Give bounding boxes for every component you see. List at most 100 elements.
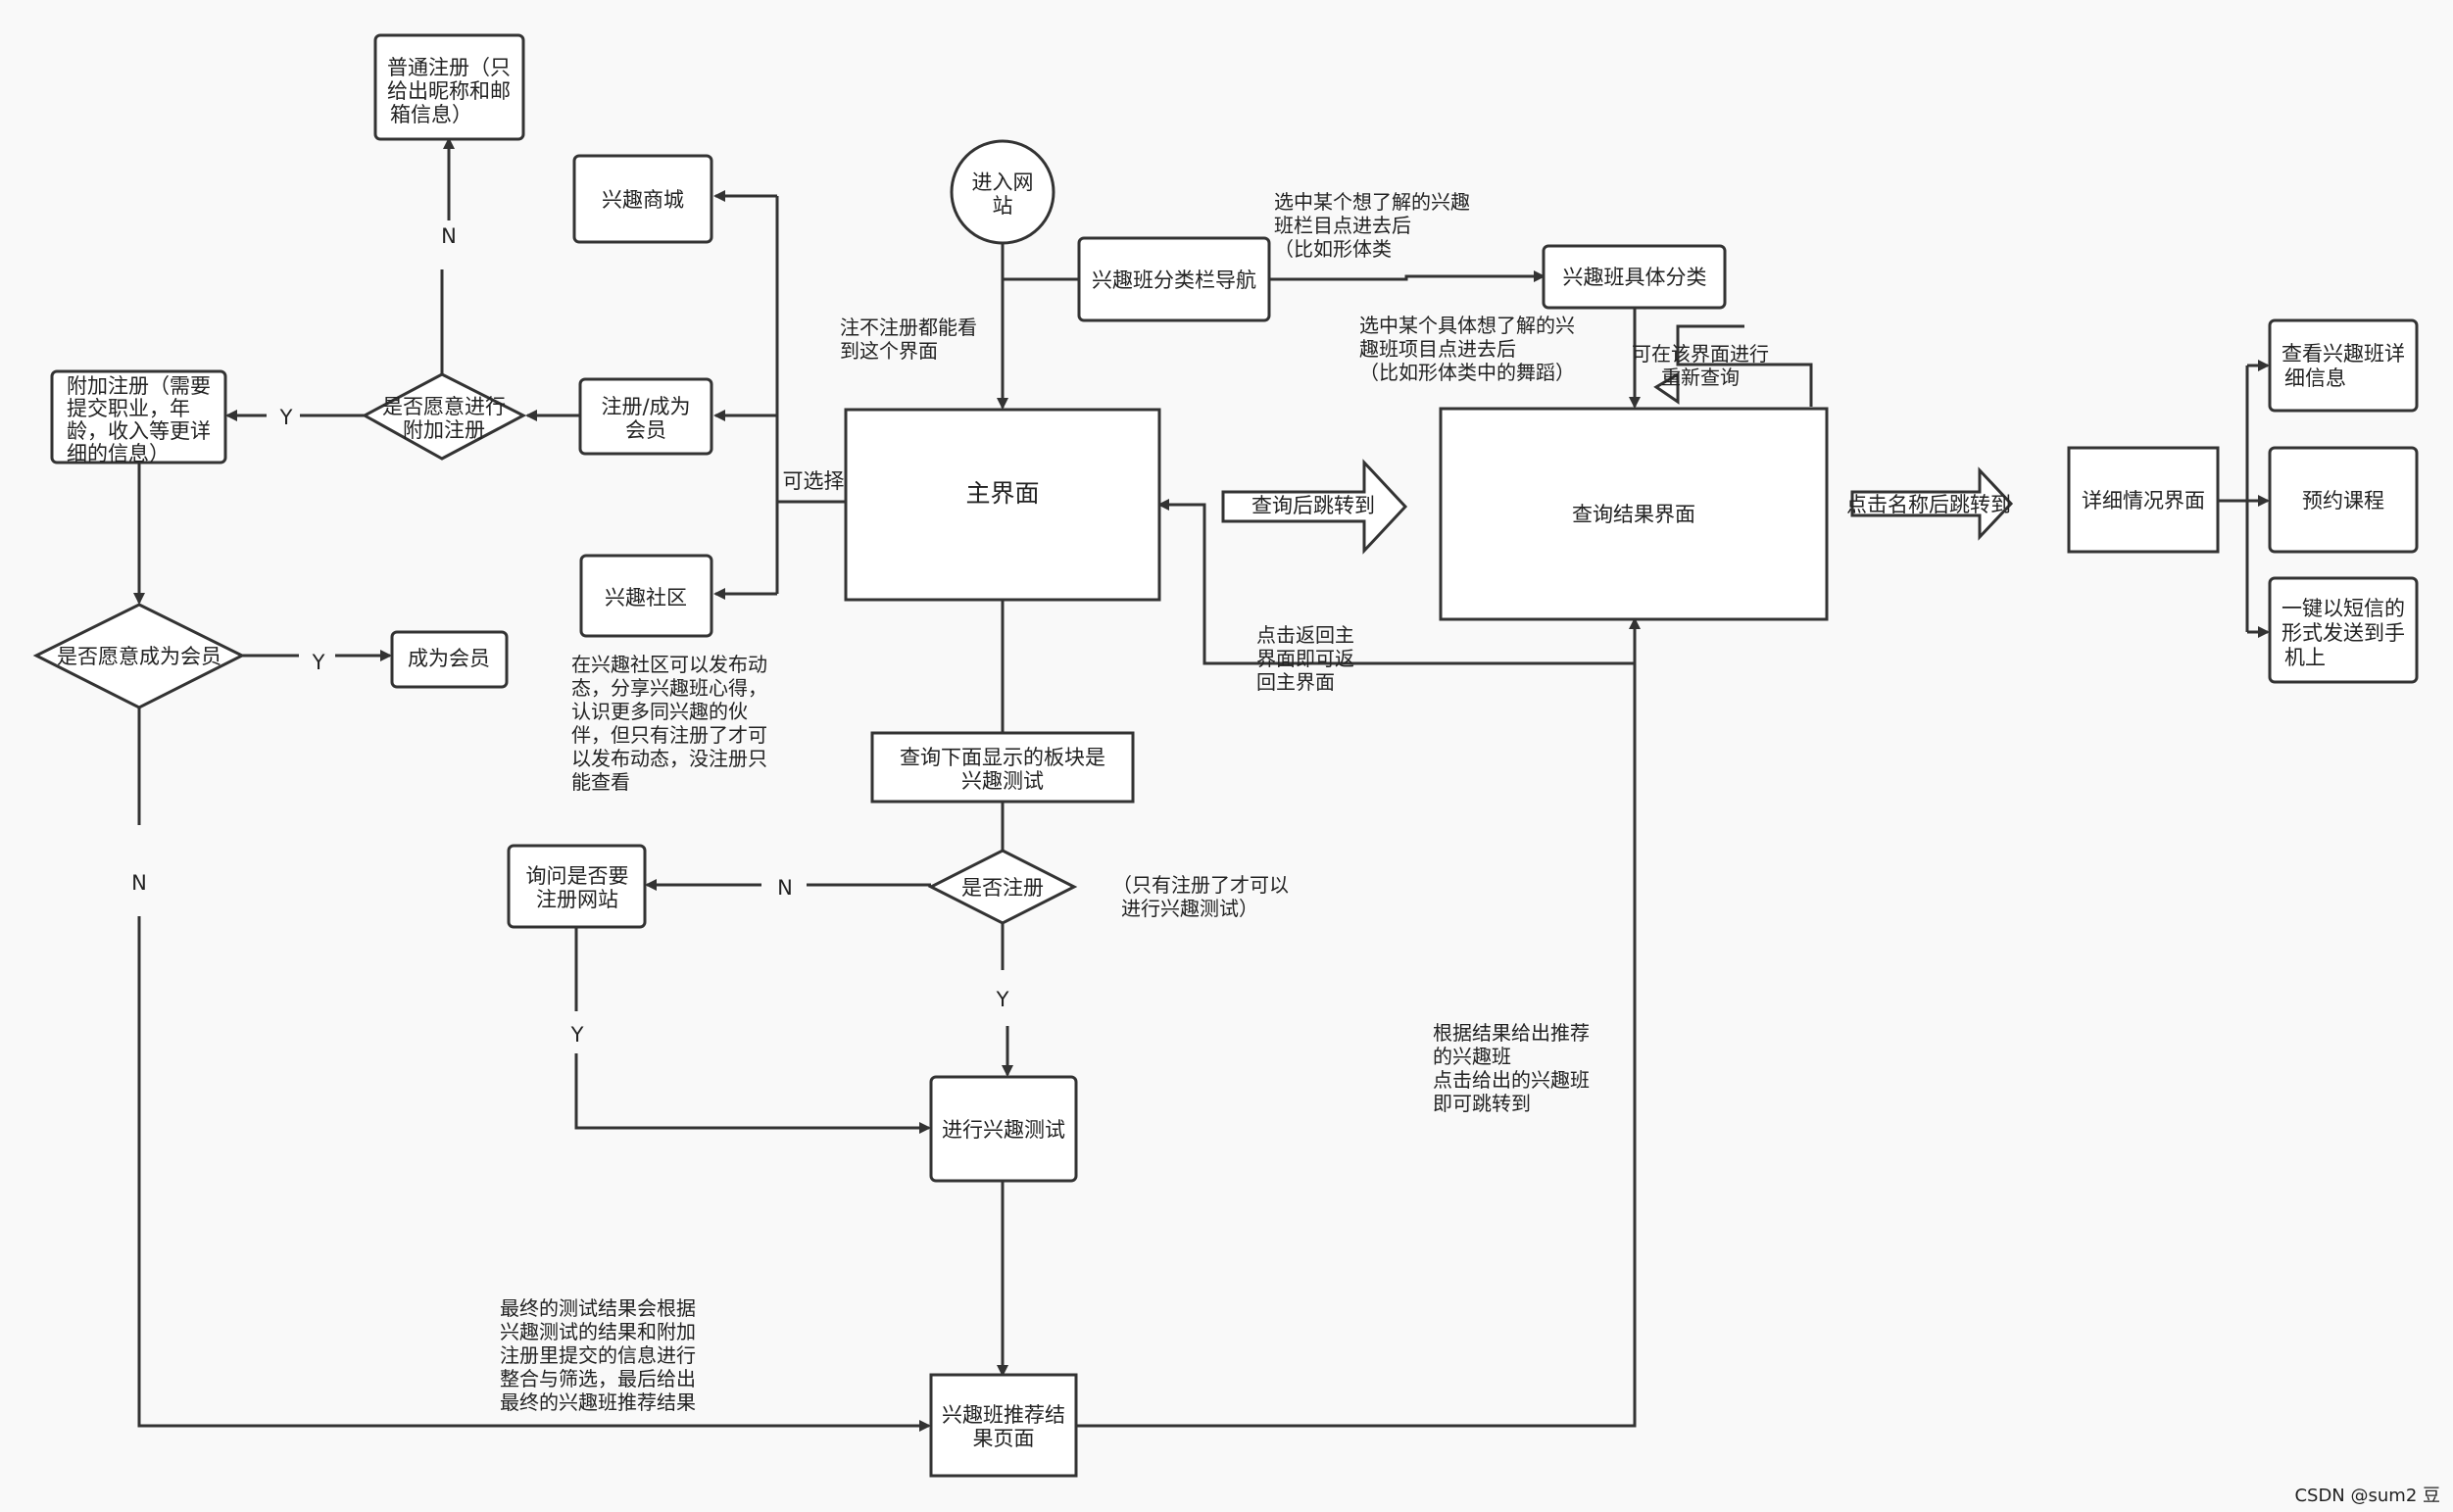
svg-text:查询结果界面: 查询结果界面 <box>1572 503 1695 526</box>
requery-loop-head <box>1653 371 1680 405</box>
svg-text:回主界面: 回主界面 <box>1256 670 1335 694</box>
svg-text:选中某个想了解的兴趣: 选中某个想了解的兴趣 <box>1274 190 1470 214</box>
svg-text:能查看: 能查看 <box>571 770 630 794</box>
svg-text:附加注册: 附加注册 <box>403 418 485 442</box>
svg-text:整合与筛选，最后给出: 整合与筛选，最后给出 <box>500 1367 696 1390</box>
note-requery: 可在该界面进行 重新查询 <box>1632 342 1769 389</box>
svg-text:果页面: 果页面 <box>973 1427 1035 1450</box>
node-query-board: 查询下面显示的板块是 兴趣测试 <box>870 731 1135 804</box>
svg-text:伴，但只有注册了才可: 伴，但只有注册了才可 <box>571 723 767 747</box>
svg-text:班栏目点进去后: 班栏目点进去后 <box>1274 214 1411 237</box>
svg-text:界面即可返: 界面即可返 <box>1256 647 1354 670</box>
svg-text:站: 站 <box>993 194 1013 218</box>
decision-is-registered: 是否注册 <box>927 849 1078 925</box>
note-final: 最终的测试结果会根据 兴趣测试的结果和附加 注册里提交的信息进行 整合与筛选，最… <box>500 1296 696 1414</box>
node-register-member: 注册/成为 会员 <box>578 377 713 456</box>
svg-text:（只有注册了才可以: （只有注册了才可以 <box>1112 873 1289 897</box>
edge-result-back-to-main <box>1157 499 1635 665</box>
label-y-extra: Y <box>279 406 293 429</box>
edge-labels: N Y Y N N Y Y 可选择 <box>131 224 1008 1047</box>
svg-text:进行兴趣测试: 进行兴趣测试 <box>942 1118 1065 1142</box>
decision-want-member: 是否愿意成为会员 <box>32 603 246 709</box>
svg-text:注册里提交的信息进行: 注册里提交的信息进行 <box>500 1343 696 1367</box>
svg-text:附加注册（需要: 附加注册（需要 <box>67 374 211 398</box>
svg-text:可在该界面进行: 可在该界面进行 <box>1632 342 1769 366</box>
node-ask-register: 询问是否要 注册网站 <box>507 844 647 929</box>
label-optional: 可选择 <box>783 469 845 493</box>
svg-text:点击返回主: 点击返回主 <box>1256 623 1354 647</box>
svg-text:是否愿意进行: 是否愿意进行 <box>382 395 506 418</box>
svg-text:会员: 会员 <box>625 418 666 442</box>
node-category-detail: 兴趣班具体分类 <box>1542 244 1727 310</box>
svg-text:选中某个具体想了解的兴: 选中某个具体想了解的兴 <box>1359 314 1575 337</box>
note-select-category: 选中某个想了解的兴趣 班栏目点进去后 （比如形体类 <box>1274 190 1470 261</box>
svg-text:（比如形体类: （比如形体类 <box>1274 237 1392 261</box>
node-view-detail: 查看兴趣班详 细信息 <box>2268 318 2419 413</box>
svg-text:成为会员: 成为会员 <box>408 647 490 670</box>
note-recommend: 根据结果给出推荐 的兴趣班 点击给出的兴趣班 即可跳转到 <box>1433 1021 1590 1115</box>
svg-text:点击给出的兴趣班: 点击给出的兴趣班 <box>1433 1068 1590 1092</box>
svg-text:兴趣班分类栏导航: 兴趣班分类栏导航 <box>1092 268 1256 292</box>
svg-text:趣班项目点进去后: 趣班项目点进去后 <box>1359 337 1516 361</box>
node-category-nav: 兴趣班分类栏导航 <box>1077 236 1271 322</box>
svg-text:机上: 机上 <box>2284 646 2326 669</box>
svg-text:详细情况界面: 详细情况界面 <box>2082 489 2205 512</box>
svg-text:进入网: 进入网 <box>972 171 1034 194</box>
svg-text:兴趣商城: 兴趣商城 <box>602 188 684 212</box>
svg-text:预约课程: 预约课程 <box>2302 489 2384 512</box>
svg-text:（比如形体类中的舞蹈）: （比如形体类中的舞蹈） <box>1359 361 1575 384</box>
connectors <box>133 137 2270 1432</box>
node-book-course: 预约课程 <box>2268 446 2419 554</box>
big-arrow-click-name-label: 点击名称后跳转到 <box>1846 493 2011 516</box>
note-back-main: 点击返回主 界面即可返 回主界面 <box>1256 623 1354 694</box>
big-arrow-after-query-label: 查询后跳转到 <box>1251 494 1375 517</box>
svg-text:根据结果给出推荐: 根据结果给出推荐 <box>1433 1021 1590 1045</box>
svg-text:询问是否要: 询问是否要 <box>526 864 629 888</box>
svg-text:注册网站: 注册网站 <box>536 888 618 911</box>
svg-text:是否愿意成为会员: 是否愿意成为会员 <box>57 645 221 668</box>
svg-text:兴趣测试: 兴趣测试 <box>961 769 1044 793</box>
edge-recommend-to-result <box>1076 617 1641 1428</box>
svg-text:进行兴趣测试）: 进行兴趣测试） <box>1121 897 1258 920</box>
node-community: 兴趣社区 <box>579 554 713 638</box>
label-n-ask: N <box>777 876 793 900</box>
watermark: CSDN @sum2 豆 <box>2294 1486 2440 1506</box>
big-arrow-click-name: 点击名称后跳转到 <box>1846 466 2014 541</box>
label-y-member: Y <box>312 651 325 674</box>
svg-text:一键以短信的: 一键以短信的 <box>2281 597 2405 620</box>
svg-text:普通注册（只: 普通注册（只 <box>387 56 511 79</box>
svg-text:提交职业，年: 提交职业，年 <box>67 397 190 420</box>
svg-text:兴趣班推荐结: 兴趣班推荐结 <box>942 1403 1065 1427</box>
svg-text:是否注册: 是否注册 <box>961 876 1044 900</box>
svg-text:以发布动态，没注册只: 以发布动态，没注册只 <box>571 747 767 770</box>
svg-text:龄，收入等更详: 龄，收入等更详 <box>67 419 211 443</box>
edge-nav-to-detail <box>1269 270 1545 282</box>
edge-member-n-to-recommend <box>137 916 931 1432</box>
node-query-result: 查询结果界面 <box>1439 407 1829 621</box>
node-do-test: 进行兴趣测试 <box>929 1075 1078 1183</box>
svg-text:注不注册都能看: 注不注册都能看 <box>840 316 977 339</box>
label-y-ask: Y <box>570 1023 584 1047</box>
svg-text:重新查询: 重新查询 <box>1661 366 1740 389</box>
edge-ask-y-to-test <box>574 1053 931 1134</box>
label-n-normal: N <box>441 224 457 248</box>
note-only-registered: （只有注册了才可以 进行兴趣测试） <box>1112 873 1289 920</box>
node-normal-register: 普通注册（只 给出昵称和邮 箱信息） <box>373 33 525 141</box>
svg-text:给出昵称和邮: 给出昵称和邮 <box>387 79 511 103</box>
svg-text:态，分享兴趣班心得，: 态，分享兴趣班心得， <box>571 676 767 700</box>
node-detail-page: 详细情况界面 <box>2067 446 2220 554</box>
node-extra-register: 附加注册（需要 提交职业，年 龄，收入等更详 细的信息） <box>50 369 227 465</box>
svg-text:在兴趣社区可以发布动: 在兴趣社区可以发布动 <box>571 653 767 676</box>
svg-text:认识更多同兴趣的伙: 认识更多同兴趣的伙 <box>571 700 748 723</box>
svg-text:到这个界面: 到这个界面 <box>840 339 938 363</box>
svg-text:细的信息）: 细的信息） <box>67 442 170 465</box>
note-no-register: 注不注册都能看 到这个界面 <box>840 316 977 363</box>
note-community: 在兴趣社区可以发布动 态，分享兴趣班心得， 认识更多同兴趣的伙 伴，但只有注册了… <box>571 653 767 794</box>
decision-want-extra: 是否愿意进行 附加注册 <box>361 372 527 461</box>
svg-text:细信息: 细信息 <box>2284 366 2346 390</box>
node-enter-site: 进入网 站 <box>950 139 1055 245</box>
svg-text:兴趣测试的结果和附加: 兴趣测试的结果和附加 <box>500 1320 696 1343</box>
svg-text:形式发送到手: 形式发送到手 <box>2281 621 2405 645</box>
svg-text:主界面: 主界面 <box>965 479 1039 508</box>
note-select-item: 选中某个具体想了解的兴 趣班项目点进去后 （比如形体类中的舞蹈） <box>1359 314 1575 384</box>
